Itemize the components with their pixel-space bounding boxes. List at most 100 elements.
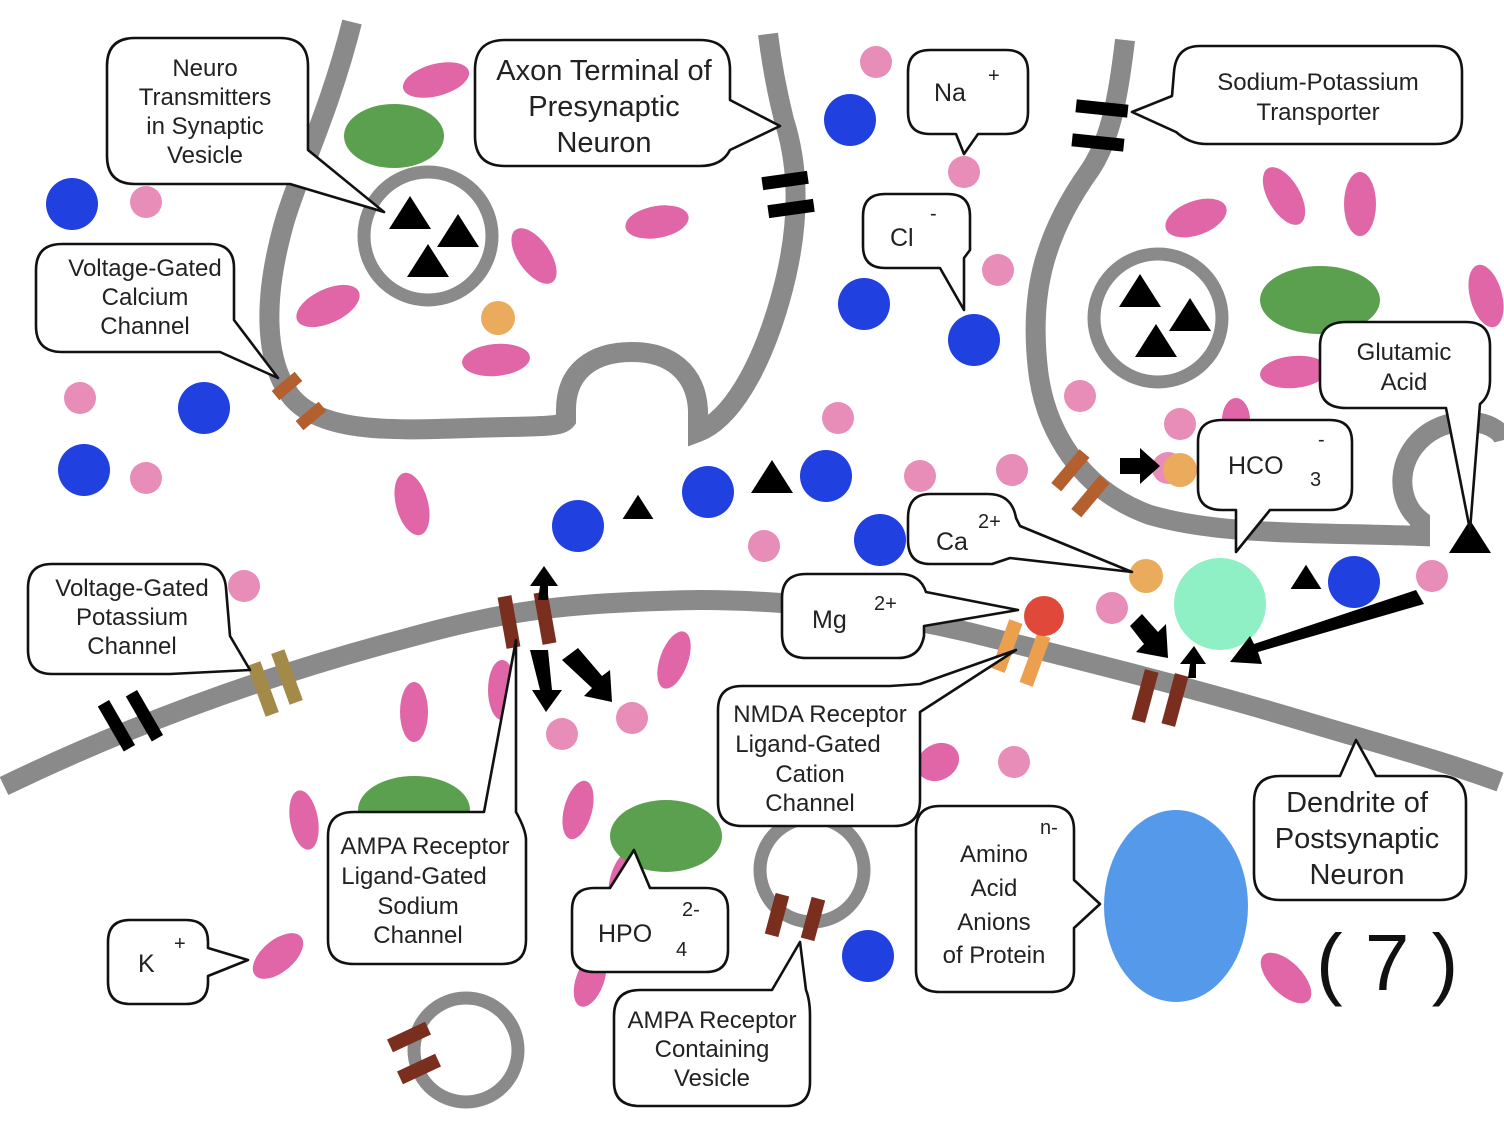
presynaptic-membrane-left — [259, 19, 806, 447]
potassium-symbol: K — [138, 950, 155, 978]
potassium-ion — [1260, 355, 1328, 389]
sodium-ion — [130, 462, 162, 494]
potassium-ion — [1260, 952, 1312, 1004]
axon-terminal-label-line: Presynaptic — [528, 91, 680, 123]
nmda-label-line: NMDA Receptor — [733, 701, 906, 728]
ampa-vesicle-label-line: Vesicle — [674, 1065, 750, 1092]
sodium-ion — [982, 254, 1014, 286]
calcium-channel-label-line: Channel — [100, 313, 189, 340]
sodium-ion — [904, 460, 936, 492]
dendrite-label-line: Neuron — [1309, 859, 1404, 891]
calcium-channel-label-line: Voltage-Gated — [68, 255, 221, 282]
dendrite-label-line: Postsynaptic — [1275, 823, 1439, 855]
callout-neurotransmitters: Neuro Transmitters in Synaptic Vesicle — [105, 36, 386, 214]
potassium-ion — [296, 284, 360, 328]
calcium-channel-label-line: Calcium — [102, 284, 189, 311]
potassium-ion — [625, 205, 689, 239]
chloride-ion — [824, 94, 876, 146]
callout-dendrite: Dendrite of Postsynaptic Neuron — [1252, 738, 1468, 902]
callout-calcium-ion: Ca 2+ — [906, 492, 1134, 574]
phosphate-symbol: HPO — [598, 920, 652, 948]
callout-voltage-gated-potassium: Voltage-Gated Potassium Channel — [26, 562, 252, 676]
neurotransmitter-triangle — [1119, 274, 1161, 307]
callout-potassium-ion: K + — [106, 918, 250, 1006]
callout-magnesium-ion: Mg 2+ — [780, 572, 1020, 660]
ampa-receptor-channel-right — [1131, 669, 1189, 727]
transporter-label-line: Sodium-Potassium — [1217, 69, 1418, 96]
neurotransmitter-triangle — [751, 460, 793, 493]
ampa-receptor-in-vesicle — [764, 892, 826, 942]
ampa-vesicle-bottom — [407, 991, 525, 1109]
arrow-icon — [1120, 448, 1160, 484]
calcium-charge: 2+ — [978, 511, 1001, 533]
chloride-ion — [800, 450, 852, 502]
callout-glutamic-acid: Glutamic Acid — [1318, 320, 1492, 532]
chloride-ion — [842, 930, 894, 982]
potassium-ion — [252, 933, 304, 979]
transporter-label-line: Transporter — [1256, 99, 1379, 126]
arrow-icon — [1180, 646, 1206, 678]
callout-sodium-potassium-transporter: Sodium-Potassium Transporter — [1130, 44, 1464, 146]
potassium-channel-label-line: Voltage-Gated — [55, 575, 208, 602]
sodium-ion — [616, 702, 648, 734]
sodium-potassium-pump-left — [761, 170, 815, 219]
potassium-ion — [511, 228, 557, 284]
sodium-ion — [1164, 408, 1196, 440]
potassium-charge: + — [174, 933, 186, 955]
ampa-vesicle-label-line: Containing — [655, 1036, 770, 1063]
magnesium-ion — [1024, 596, 1064, 636]
chloride-ion — [948, 314, 1000, 366]
axon-terminal-label-line: Axon Terminal of — [496, 55, 712, 87]
voltage-gated-calcium-channel-left — [271, 371, 327, 431]
potassium-ion — [400, 682, 428, 742]
callout-amino-acid-anions: Amino Acid Anions of Protein n- — [914, 804, 1102, 994]
callout-phosphate-ion: HPO 4 2- — [570, 848, 730, 974]
arrow-icon — [530, 650, 562, 712]
arrow-icon — [530, 566, 558, 600]
neurotransmitters-label-line: Transmitters — [139, 84, 271, 111]
callout-ampa-receptor-channel: AMPA Receptor Ligand-Gated Sodium Channe… — [326, 638, 528, 966]
amino-acid-label-line: Anions — [957, 909, 1030, 936]
arrow-icon — [562, 648, 612, 702]
chloride-ion — [178, 382, 230, 434]
neurotransmitter-triangle — [1169, 298, 1211, 331]
glutamic-acid-label-line: Acid — [1381, 369, 1428, 396]
ampa-channel-label-line: Channel — [373, 922, 462, 949]
sodium-potassium-pump-right — [1071, 99, 1129, 152]
voltage-gated-calcium-channel-right — [1051, 449, 1110, 518]
ampa-vesicle-label-line: AMPA Receptor — [628, 1007, 797, 1034]
callout-voltage-gated-calcium: Voltage-Gated Calcium Channel — [34, 242, 280, 380]
calcium-ion — [1129, 559, 1163, 593]
callout-ampa-vesicle: AMPA Receptor Containing Vesicle — [612, 940, 812, 1108]
neurotransmitter-triangle — [407, 244, 449, 277]
callout-nmda-receptor: NMDA Receptor Ligand-Gated Cation Channe… — [716, 648, 1018, 828]
potassium-ion — [394, 472, 430, 536]
potassium-channel-label-line: Potassium — [76, 604, 188, 631]
dendrite-label-line: Dendrite of — [1286, 787, 1429, 819]
potassium-ion — [657, 631, 691, 689]
axon-terminal-label-line: Neuron — [556, 127, 651, 159]
callout-bicarbonate-ion: HCO 3 - — [1196, 418, 1354, 554]
chloride-ion — [552, 500, 604, 552]
sodium-ion — [1096, 592, 1128, 624]
ampa-receptor-channel-left — [497, 591, 557, 649]
phosphate-ion — [610, 800, 722, 872]
neurotransmitter-triangle — [1449, 520, 1491, 553]
arrow-icon — [1130, 614, 1168, 658]
sodium-ion — [822, 402, 854, 434]
magnesium-symbol: Mg — [812, 606, 847, 634]
neurotransmitters-label-line: Neuro — [172, 55, 237, 82]
ampa-channel-label-line: Sodium — [377, 893, 458, 920]
magnesium-charge: 2+ — [874, 593, 897, 615]
callout-axon-terminal: Axon Terminal of Presynaptic Neuron — [473, 38, 782, 168]
chloride-charge: - — [930, 203, 937, 225]
calcium-symbol: Ca — [936, 528, 968, 556]
ampa-channel-label-line: AMPA Receptor — [341, 833, 510, 860]
sodium-ion — [1416, 560, 1448, 592]
phosphate-charge: 2- — [682, 899, 700, 921]
sodium-symbol: Na — [934, 79, 966, 107]
callout-chloride-ion: Cl - — [861, 192, 972, 312]
neurotransmitter-triangle — [389, 196, 431, 229]
sodium-ion — [64, 382, 96, 414]
